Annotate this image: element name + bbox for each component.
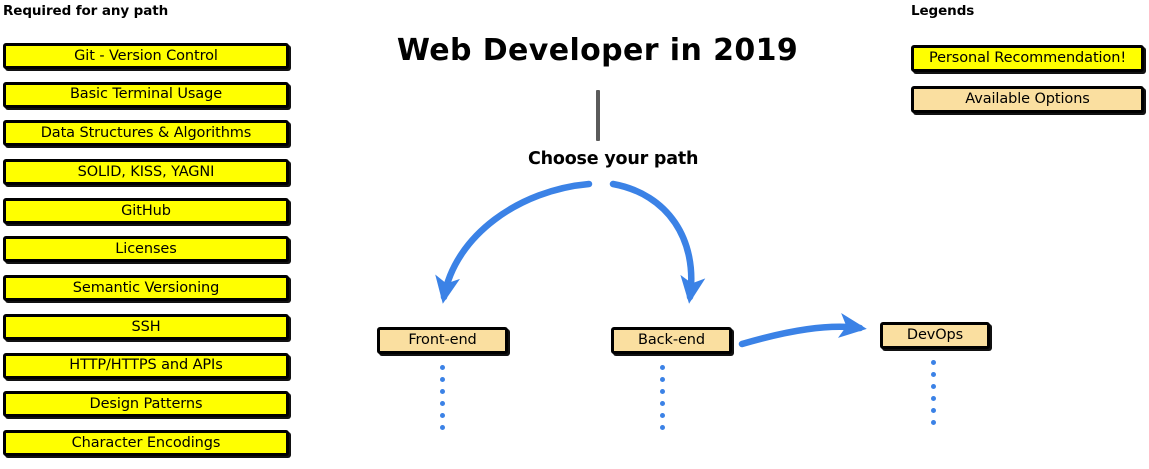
dot bbox=[931, 396, 936, 401]
dot bbox=[440, 377, 445, 382]
page-title: Web Developer in 2019 bbox=[0, 33, 1149, 68]
legend-item-personal-recommendation: Personal Recommendation! bbox=[911, 45, 1144, 72]
dot bbox=[440, 389, 445, 394]
required-topic-label: Basic Terminal Usage bbox=[69, 86, 223, 103]
dot bbox=[931, 372, 936, 377]
legend-item-available-options: Available Options bbox=[911, 86, 1144, 113]
required-topics-list: Git - Version Control Basic Terminal Usa… bbox=[3, 43, 289, 469]
required-topic-label: Design Patterns bbox=[89, 395, 203, 412]
path-node-front-end[interactable]: Front-end bbox=[377, 327, 508, 354]
legends-section-heading: Legends bbox=[911, 3, 975, 19]
path-node-label: Front-end bbox=[408, 332, 477, 349]
required-topic-label: GitHub bbox=[121, 202, 171, 219]
required-topic-item[interactable]: Licenses bbox=[3, 236, 289, 263]
required-topic-label: Data Structures & Algorithms bbox=[40, 125, 252, 142]
dot bbox=[660, 413, 665, 418]
required-topic-item[interactable]: Character Encodings bbox=[3, 429, 289, 456]
arrow-choose-to-back-end bbox=[609, 180, 706, 304]
required-topic-item[interactable]: Design Patterns bbox=[3, 391, 289, 418]
required-topic-label: SSH bbox=[131, 318, 161, 335]
required-topic-item[interactable]: SSH bbox=[3, 313, 289, 340]
path-node-back-end[interactable]: Back-end bbox=[611, 327, 732, 354]
required-topic-item[interactable]: GitHub bbox=[3, 197, 289, 224]
dot bbox=[931, 384, 936, 389]
legend-item-label: Available Options bbox=[965, 91, 1090, 108]
dot bbox=[931, 360, 936, 365]
dot bbox=[440, 365, 445, 370]
dot bbox=[660, 389, 665, 394]
front-end-continuation-dots bbox=[440, 365, 445, 437]
required-topic-label: Character Encodings bbox=[71, 434, 221, 451]
required-section-heading: Required for any path bbox=[3, 3, 169, 19]
dot bbox=[440, 413, 445, 418]
required-topic-label: SOLID, KISS, YAGNI bbox=[77, 163, 215, 180]
path-node-label: Back-end bbox=[638, 332, 705, 349]
dot bbox=[660, 401, 665, 406]
devops-continuation-dots bbox=[931, 360, 936, 432]
arrow-choose-to-front-end bbox=[435, 180, 593, 304]
required-topic-label: HTTP/HTTPS and APIs bbox=[69, 357, 223, 374]
back-end-continuation-dots bbox=[660, 365, 665, 437]
legend-item-label: Personal Recommendation! bbox=[928, 50, 1127, 67]
dot bbox=[931, 420, 936, 425]
arrow-back-end-to-devops bbox=[738, 312, 867, 348]
required-topic-label: Licenses bbox=[115, 241, 177, 258]
dot bbox=[931, 408, 936, 413]
required-topic-item[interactable]: Data Structures & Algorithms bbox=[3, 120, 289, 147]
dot bbox=[660, 377, 665, 382]
choose-your-path-label: Choose your path bbox=[528, 149, 699, 169]
required-topic-item[interactable]: Basic Terminal Usage bbox=[3, 81, 289, 108]
required-topic-label: Semantic Versioning bbox=[72, 279, 220, 296]
dot bbox=[440, 425, 445, 430]
dot bbox=[660, 365, 665, 370]
path-node-devops[interactable]: DevOps bbox=[880, 322, 990, 349]
path-node-label: DevOps bbox=[906, 327, 964, 344]
dot bbox=[440, 401, 445, 406]
required-topic-item[interactable]: Git - Version Control bbox=[3, 43, 289, 69]
required-topic-item[interactable]: HTTP/HTTPS and APIs bbox=[3, 352, 289, 379]
required-topic-item[interactable]: SOLID, KISS, YAGNI bbox=[3, 159, 289, 186]
required-topic-item[interactable]: Semantic Versioning bbox=[3, 275, 289, 302]
page-title-text: Web Developer in 2019 bbox=[396, 33, 799, 68]
required-topic-label: Git - Version Control bbox=[74, 47, 218, 64]
dot bbox=[660, 425, 665, 430]
title-stem-connector bbox=[596, 90, 600, 141]
